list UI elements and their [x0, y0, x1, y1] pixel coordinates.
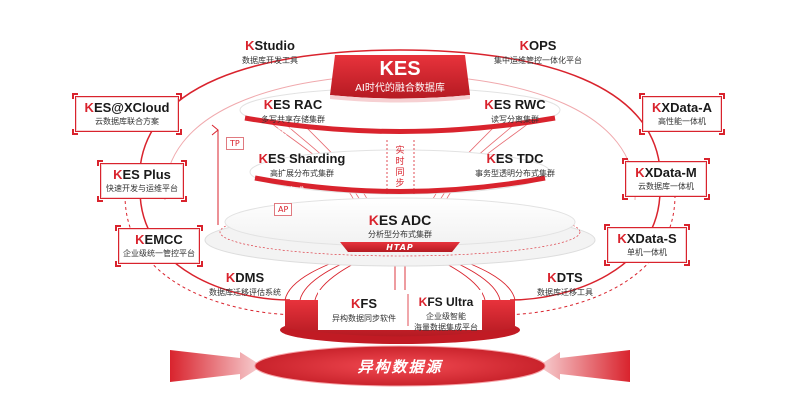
kes-banner	[330, 55, 470, 99]
kes-logo-text: KES	[379, 58, 421, 80]
realtime-sync-text: 实时同步	[395, 146, 405, 189]
outer-ring-bottom-right	[509, 189, 661, 301]
kxdata-m-card: KXData-M 云数据库一体机	[622, 158, 710, 200]
kops-label: KOPS 集中运维管控一体化平台	[494, 38, 582, 65]
kdts-label: KDTS 数据库迁移工具	[537, 270, 593, 297]
kes-sharding-label: KES Sharding 高扩展分布式集群	[258, 151, 346, 178]
kstudio-label: KStudio 数据库开发工具	[242, 38, 298, 65]
kdms-label: KDMS 数据库迁移评估系统	[209, 270, 281, 297]
kes-banner-title: KES AI时代的融合数据库	[335, 58, 465, 95]
kemcc-card: KEMCC 企业级统一管控平台	[115, 225, 203, 267]
kxdata-s-card: KXData-S 单机一体机	[604, 224, 690, 266]
dashed-ring-right	[499, 194, 676, 316]
right-big-arrow	[538, 350, 630, 382]
kes-tdc-label: KES TDC 事务型透明分布式集群	[475, 151, 555, 178]
kes-rac-label: KES RAC 多写共享存储集群	[261, 97, 325, 124]
kes-xcloud-card: KES@XCloud 云数据库联合方案	[72, 93, 182, 135]
left-bracket-tip	[211, 124, 219, 136]
kes-plus-card: KES Plus 快速开发与运维平台	[97, 160, 187, 202]
source-oval	[255, 346, 545, 386]
outer-ring-bottom-left	[139, 189, 291, 301]
kfs-card-bg	[318, 290, 482, 330]
distributed-band	[254, 175, 546, 194]
heterogeneous-source-title: 异构数据源	[357, 358, 443, 376]
tp-tag: TP	[226, 137, 244, 150]
kes-banner-edge	[330, 95, 470, 103]
distributed-band-label: 分布式	[280, 186, 304, 195]
centralized-band	[244, 115, 556, 134]
centralized-band-label: 集中式	[268, 127, 292, 136]
htap-label: HTAP	[386, 243, 414, 252]
ap-tag: AP	[274, 203, 293, 216]
kxdata-a-card: KXData-A 高性能一体机	[639, 93, 725, 135]
kes-adc-label: KES ADC 分析型分布式集群	[368, 212, 432, 239]
dashed-ring-left	[124, 194, 301, 316]
kes-rwc-label: KES RWC 读写分离集群	[484, 97, 546, 124]
kes-subtitle: AI时代的融合数据库	[355, 83, 445, 94]
htap-band	[340, 242, 460, 252]
kfs-label: KFS 异构数据同步软件	[332, 296, 396, 323]
kfs-ultra-label: KFS Ultra 企业级智能 海量数据集成平台	[414, 295, 478, 332]
left-big-arrow	[170, 350, 262, 382]
